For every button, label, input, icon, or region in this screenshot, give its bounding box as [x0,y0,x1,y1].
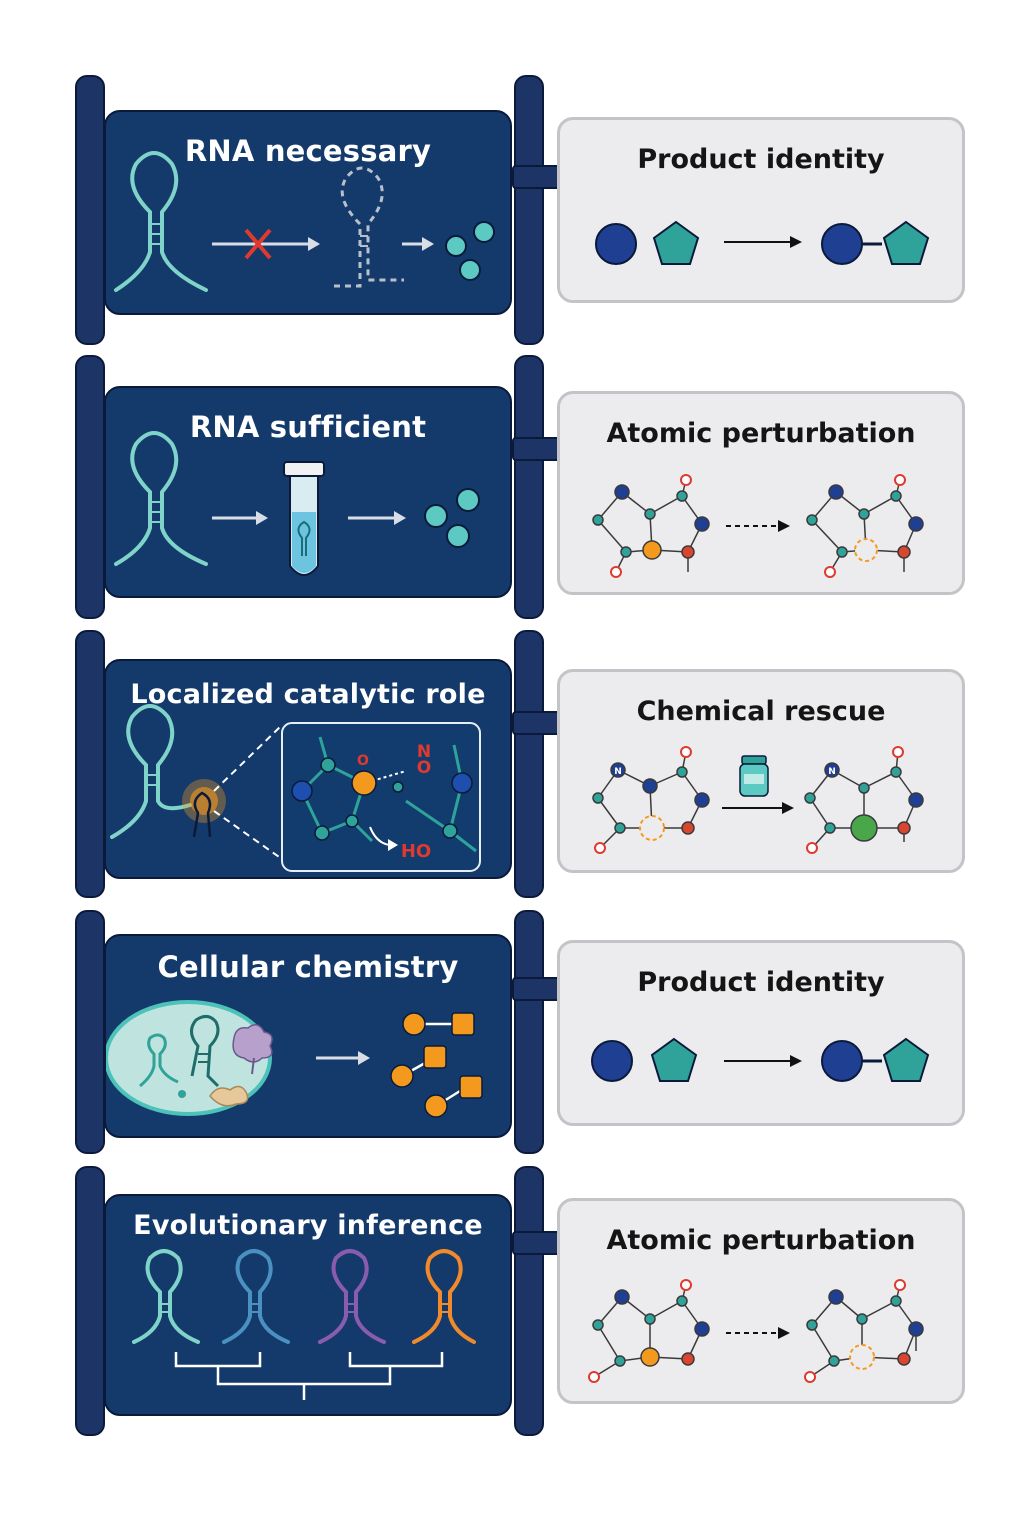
product-identity-illustration [595,220,930,265]
connector-2 [512,437,562,461]
panel-title: RNA sufficient [189,410,427,444]
panel-title: Atomic perturbation [606,418,916,449]
rail-right-1 [514,75,544,345]
phylogeny-tree-icon [174,1352,444,1400]
panel-localized-catalytic-role: Localized catalytic role O N O HO [104,659,512,879]
panel-title: Product identity [637,967,885,998]
chemical-rescue-illustration: N N [592,746,924,854]
panel-title: Chemical rescue [636,696,886,727]
svg-text:N: N [614,767,622,777]
connector-4 [512,977,562,1001]
rail-left-4 [75,910,105,1154]
panel-title: Product identity [637,144,885,175]
rail-left-5 [75,1166,105,1436]
rna-hairpin-icon [132,1249,476,1344]
rail-left-1 [75,75,105,345]
panel-title: Cellular chemistry [157,950,459,984]
rna-sufficient-illustration [114,431,480,576]
vial-icon [739,755,769,797]
rail-left-3 [75,630,105,898]
svg-text:HO: HO [401,841,431,862]
panel-product-identity-2: Product identity [557,940,965,1126]
svg-text:N: N [828,767,836,777]
rna-hairpin-icon [114,151,208,292]
panel-rna-sufficient: RNA sufficient [104,386,512,598]
rna-hairpin-icon [114,431,208,566]
molecule-ring-icon [588,1279,710,1383]
cellular-chemistry-illustration [106,1000,483,1118]
panel-atomic-perturbation-2: Atomic perturbation [557,1198,965,1404]
rail-left-2 [75,355,105,619]
product-identity-illustration [591,1037,930,1082]
panel-title: Atomic perturbation [606,1225,916,1256]
panel-title: Localized catalytic role [130,679,486,710]
cross-icon [244,228,272,260]
svg-text:O: O [357,753,369,769]
rail-right-5 [514,1166,544,1436]
panel-title: RNA necessary [184,134,432,168]
panel-atomic-perturbation-1: Atomic perturbation [557,391,965,595]
cell-icon [106,1000,272,1116]
rna-hairpin-icon [110,704,192,839]
rail-right-4 [514,910,544,1154]
panel-evolutionary-inference: Evolutionary inference [104,1194,512,1416]
catalytic-role-illustration: O N O HO [110,704,481,872]
panel-product-identity-1: Product identity [557,117,965,303]
panel-rna-necessary: RNA necessary [104,110,512,315]
molecule-ring-icon [592,474,710,578]
connector-3 [512,711,562,735]
panel-chemical-rescue: Chemical rescue N N [557,669,965,873]
panel-title: Evolutionary inference [133,1210,483,1241]
connector-1 [512,165,562,189]
rail-right-2 [514,355,544,619]
molecule-ring-icon [804,1279,924,1383]
atomic-perturbation-illustration [588,1279,924,1383]
evolutionary-inference-illustration [132,1249,476,1400]
panel-cellular-chemistry: Cellular chemistry [104,934,512,1138]
atomic-perturbation-illustration [592,474,924,578]
molecule-ring-icon [804,746,924,854]
rail-right-3 [514,630,544,898]
molecule-ring-icon [806,474,924,578]
svg-text:O: O [417,758,431,778]
test-tube-icon [283,461,325,576]
connector-5 [512,1231,562,1255]
molecule-ring-icon [592,746,710,854]
rna-necessary-illustration [114,151,495,292]
svg-text:N: N [417,742,431,762]
